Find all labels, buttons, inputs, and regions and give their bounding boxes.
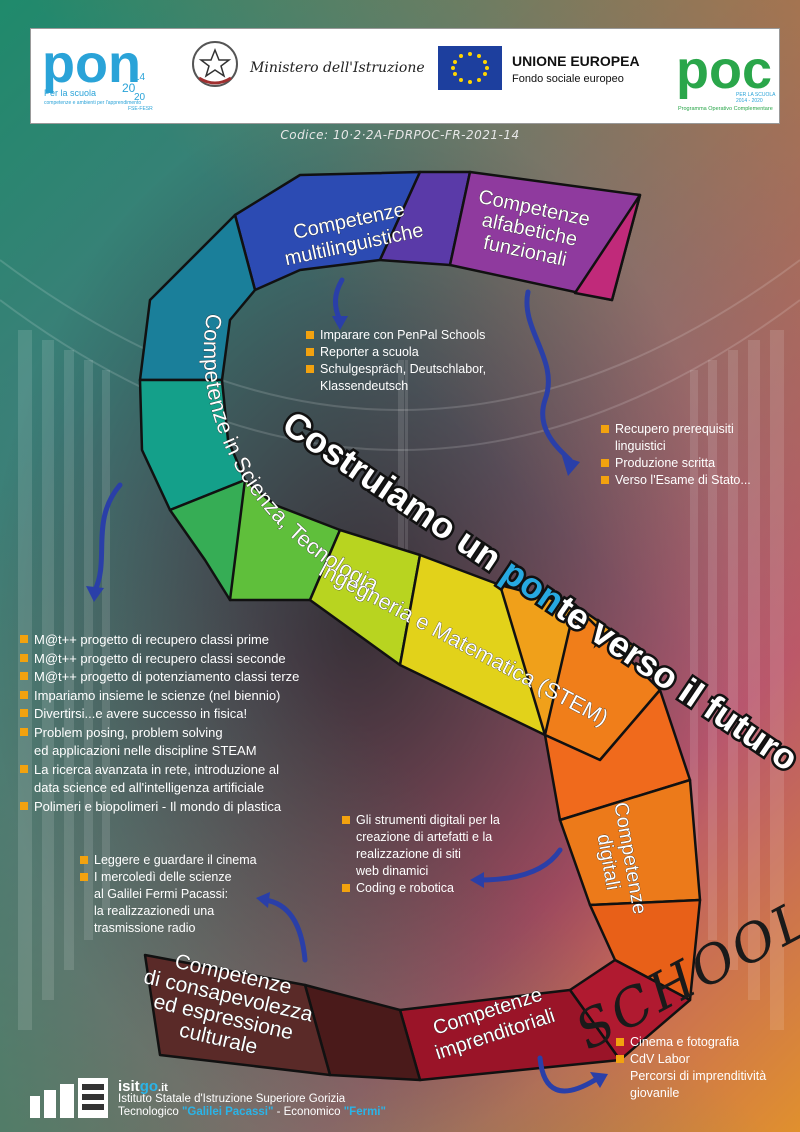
list-item: Cinema e fotografia [616, 1034, 766, 1051]
list-item: giovanile [630, 1086, 680, 1100]
list-item: la realizzazionedi una [94, 904, 215, 918]
arrow-icon [537, 1055, 598, 1094]
list-item: Reporter a scuola [306, 344, 486, 361]
svg-text:20: 20 [122, 81, 136, 95]
header-banner [30, 28, 780, 124]
list-item: I mercoledì delle scienze [80, 869, 257, 886]
list-item: Verso l'Esame di Stato... [601, 472, 751, 489]
arrow-icon [262, 897, 308, 963]
list-stem: M@t++ progetto di recupero classi prime … [20, 631, 299, 816]
list-multilinguistiche: Imparare con PenPal Schools Reporter a s… [306, 327, 486, 395]
arrow-icon [92, 482, 123, 593]
list-item: creazione di artefatti e la [356, 830, 493, 844]
arrow-icon [524, 289, 573, 463]
svg-text:PER LA SCUOLA: PER LA SCUOLA [736, 92, 776, 98]
list-item: CdV Labor [616, 1051, 766, 1068]
arrow-icon [477, 847, 563, 883]
italian-emblem-icon [192, 41, 238, 87]
list-item: Impariamo insieme le scienze (nel bienni… [20, 687, 299, 706]
pon-logo: pon [42, 34, 141, 94]
list-item: Produzione scritta [601, 455, 751, 472]
list-item: Percorsi di imprenditività [630, 1069, 767, 1083]
list-item: M@t++ progetto di recupero classi second… [20, 650, 299, 669]
eu-flag-icon [438, 46, 502, 90]
list-item: Gli strumenti digitali per la [342, 812, 500, 829]
list-item: Divertirsi...e avere successo in fisica! [20, 705, 299, 724]
list-item: ed applicazioni nelle discipline STEAM [34, 743, 257, 758]
segment-culturale [143, 953, 332, 1077]
ministry-label: Ministero dell'Istruzione [249, 60, 425, 76]
list-item: realizzazione di siti [356, 847, 461, 861]
svg-text:Fondo sociale europeo: Fondo sociale europeo [512, 73, 624, 85]
list-item: al Galilei Fermi Pacassi: [94, 887, 229, 901]
school-building-icon [30, 1078, 108, 1118]
svg-text:20: 20 [134, 92, 146, 103]
poc-logo: poc [676, 40, 772, 100]
list-item: linguistici [615, 439, 666, 453]
svg-text:Programma Operativo Complement: Programma Operativo Complementare [678, 106, 773, 112]
list-item: Schulgespräch, Deutschlabor, [306, 361, 486, 378]
svg-text:UNIONE EUROPEA: UNIONE EUROPEA [512, 53, 640, 69]
list-item: Klassendeutsch [320, 379, 409, 393]
list-item: Leggere e guardare il cinema [80, 852, 257, 869]
svg-text:Per la scuola: Per la scuola [44, 88, 96, 98]
list-imprenditoriali: Cinema e fotografia CdV Labor Percorsi d… [616, 1034, 766, 1102]
isitgo-logo: isitgo.it [118, 1078, 168, 1095]
list-item: Imparare con PenPal Schools [306, 327, 486, 344]
list-item: Problem posing, problem solving [20, 724, 299, 743]
svg-text:2014 - 2020: 2014 - 2020 [736, 98, 763, 104]
list-digitali: Gli strumenti digitali per la creazione … [342, 812, 500, 897]
svg-text:14: 14 [134, 72, 146, 83]
list-item: Recupero prerequisiti [601, 421, 751, 438]
svg-text:competenze e ambienti per l'ap: competenze e ambienti per l'apprendiment… [44, 100, 141, 106]
list-item: Coding e robotica [342, 880, 500, 897]
list-item: trasmissione radio [94, 921, 196, 935]
list-culturale: Leggere e guardare il cinema I mercoledì… [80, 852, 257, 937]
list-item: M@t++ progetto di potenziamento classi t… [20, 668, 299, 687]
list-item: M@t++ progetto di recupero classi prime [20, 631, 299, 650]
list-item: Polimeri e biopolimeri - Il mondo di pla… [20, 798, 299, 817]
list-alfabetiche: Recupero prerequisiti linguistici Produz… [601, 421, 751, 489]
project-code: Codice: 10·2·2A-FDRPOC-FR-2021-14 [280, 128, 520, 142]
school-name: Istituto Statale d'Istruzione Superiore … [118, 1093, 386, 1118]
list-item: web dinamici [356, 864, 429, 878]
header-logos: pon Per la scuola competenze e ambienti … [42, 34, 776, 112]
list-item: data science ed all'intelligenza artific… [34, 780, 265, 795]
list-item: La ricerca avanzata in rete, introduzion… [20, 761, 299, 780]
svg-text:FSE-FESR: FSE-FESR [128, 106, 153, 112]
